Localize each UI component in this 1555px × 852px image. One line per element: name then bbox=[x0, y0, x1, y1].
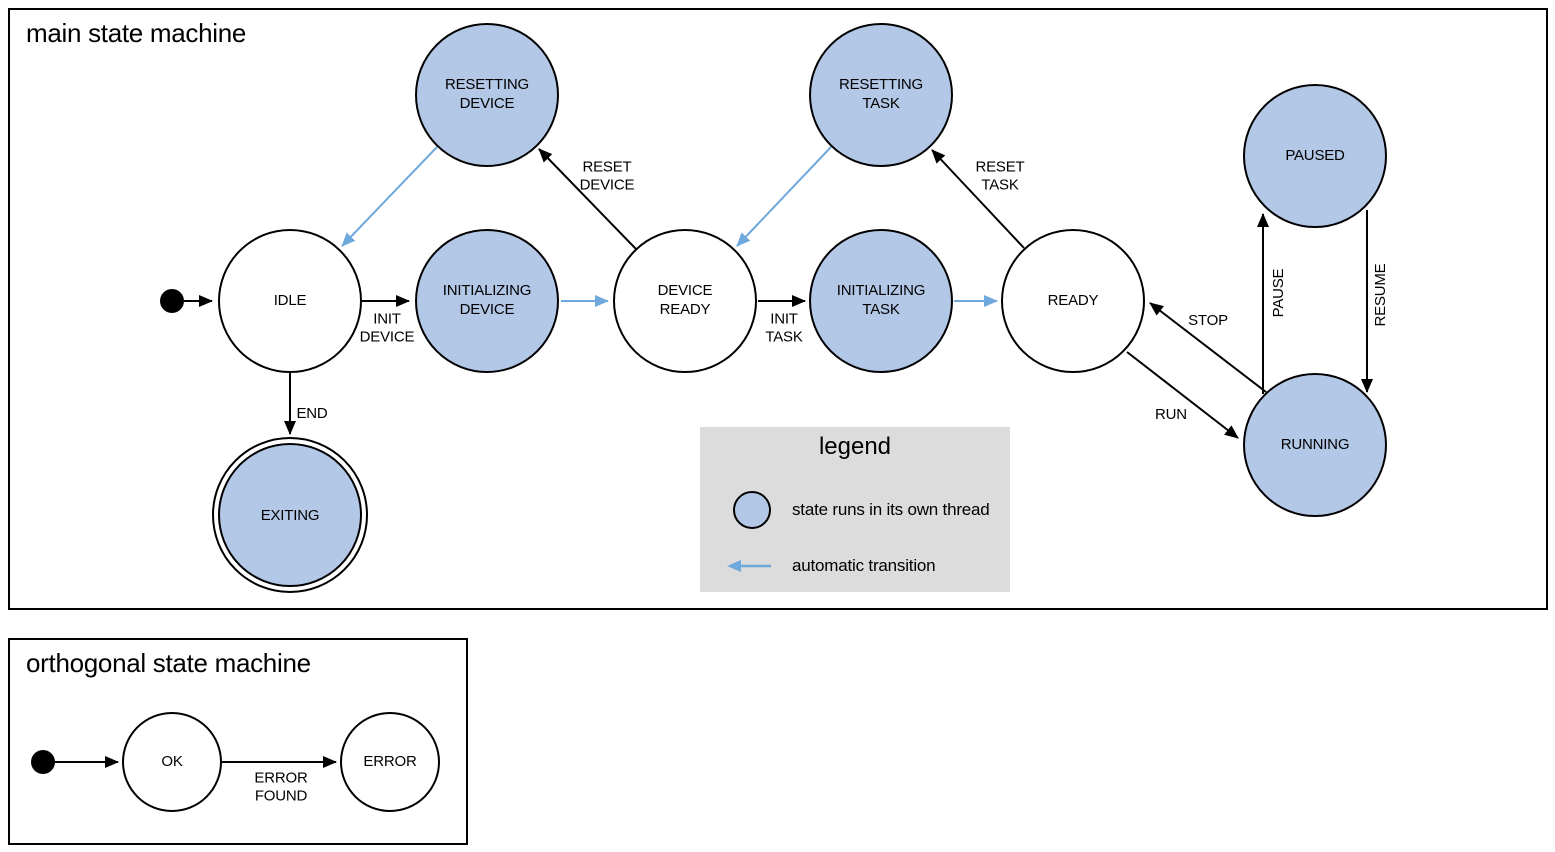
transition-label-reset-device: RESET DEVICE bbox=[579, 158, 635, 194]
state-initializing-device: INITIALIZING DEVICE bbox=[415, 229, 559, 373]
legend-box: legend state runs in its own thread auto… bbox=[700, 427, 1010, 592]
transition-label-init-task: INIT TASK bbox=[765, 310, 803, 346]
state-resetting-device: RESETTING DEVICE bbox=[415, 23, 559, 167]
state-error: ERROR bbox=[340, 712, 440, 812]
state-running: RUNNING bbox=[1243, 373, 1387, 517]
state-initializing-task: INITIALIZING TASK bbox=[809, 229, 953, 373]
transition-label-init-device: INIT DEVICE bbox=[359, 310, 415, 346]
transition-label-run: RUN bbox=[1155, 405, 1187, 423]
legend-title: legend bbox=[818, 433, 892, 460]
orthogonal-state-machine-title: orthogonal state machine bbox=[26, 648, 311, 678]
legend-thread-state-label: state runs in its own thread bbox=[792, 500, 990, 519]
initial-state-dot-main bbox=[160, 289, 184, 313]
transition-label-reset-task: RESET TASK bbox=[975, 158, 1025, 194]
legend-automatic-transition-label: automatic transition bbox=[792, 556, 936, 575]
state-ready: READY bbox=[1001, 229, 1145, 373]
initial-state-dot-orthogonal bbox=[31, 750, 55, 774]
main-state-machine-title: main state machine bbox=[26, 18, 247, 48]
transition-label-end: END bbox=[296, 404, 328, 422]
state-idle: IDLE bbox=[218, 229, 362, 373]
transition-label-error-found: ERROR FOUND bbox=[254, 769, 308, 805]
state-exiting-outer-ring: EXITING bbox=[212, 437, 368, 593]
state-resetting-task: RESETTING TASK bbox=[809, 23, 953, 167]
legend-thread-state-icon bbox=[733, 491, 771, 529]
state-device-ready: DEVICE READY bbox=[613, 229, 757, 373]
state-ok: OK bbox=[122, 712, 222, 812]
transition-label-stop: STOP bbox=[1188, 311, 1228, 329]
state-exiting: EXITING bbox=[218, 443, 362, 587]
legend-automatic-arrow-icon bbox=[727, 560, 771, 572]
transition-label-resume: RESUME bbox=[1371, 263, 1389, 327]
transition-label-pause: PAUSE bbox=[1269, 268, 1287, 318]
state-paused: PAUSED bbox=[1243, 84, 1387, 228]
